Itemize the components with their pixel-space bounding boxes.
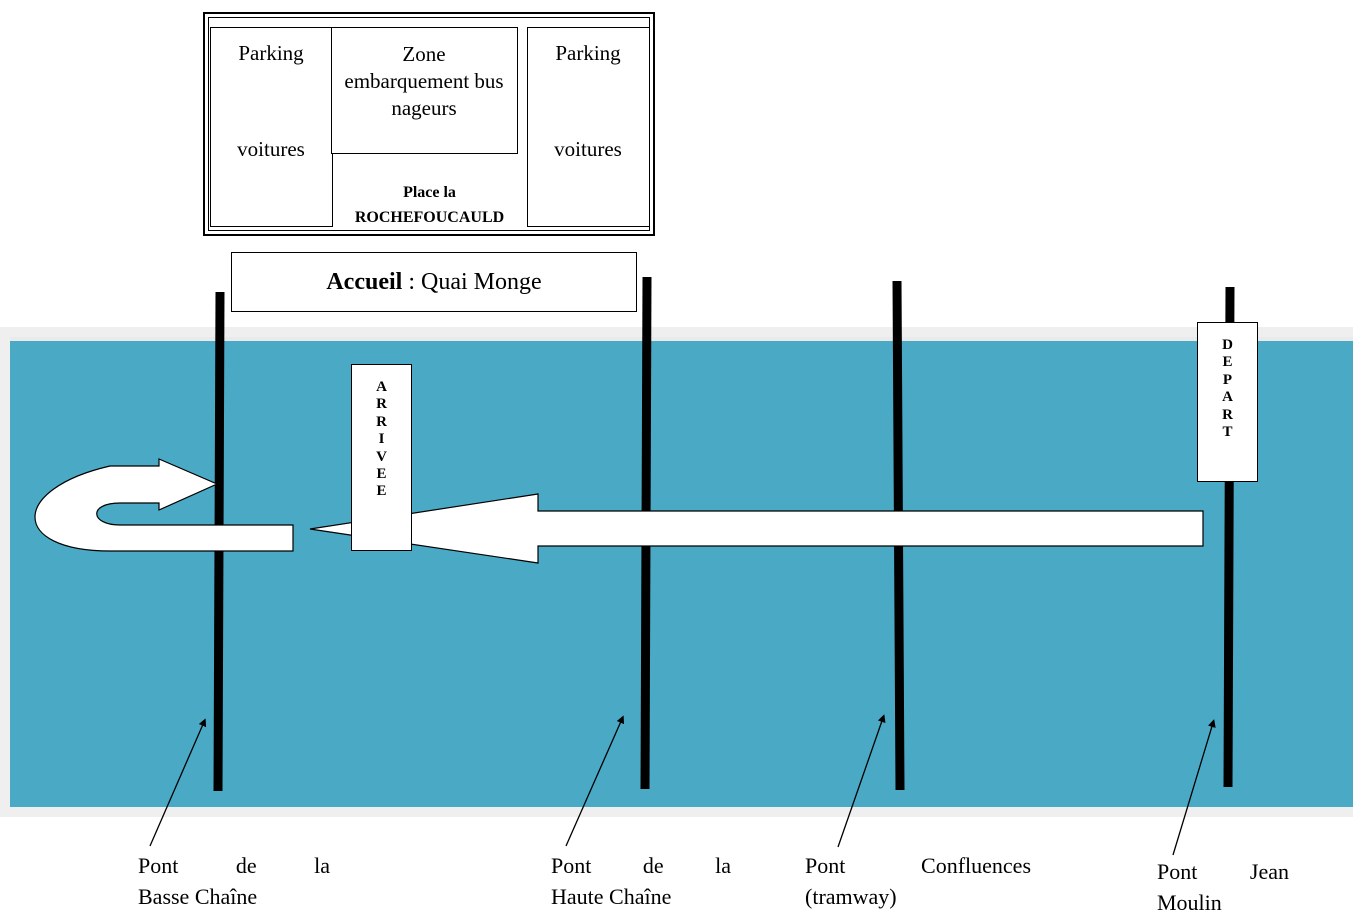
label-jean-moulin-word2: Jean [1249,859,1289,884]
label-basse-chaine: Pont de la Basse Chaîne [138,850,330,912]
accueil-label: Accueil [326,268,403,295]
place-name: Place la ROCHEFOUCAULD [331,180,528,230]
label-basse-chaine-word1: Pont [138,853,179,878]
label-haute-chaine-line2: Haute Chaîne [551,884,672,909]
label-confluences-word2: Confluences [921,853,1031,878]
place-name-line1: Place la [403,184,456,201]
zone-embarquement-label: Zone embarquement bus nageurs [344,42,504,120]
label-confluences: Pont Confluences (tramway) [805,850,1031,912]
parking-left-subtitle: voitures [237,137,305,161]
zone-embarquement: Zone embarquement bus nageurs [331,27,518,154]
depart-letter: R [1222,406,1233,423]
label-basse-chaine-word3: la [314,853,330,878]
depart-letter: D [1222,337,1233,353]
parking-right-subtitle: voitures [554,137,622,161]
label-haute-chaine-word1: Pont [551,853,592,878]
pointer-basse-chaine [149,718,207,847]
label-jean-moulin-word1: Pont [1157,859,1198,884]
label-haute-chaine: Pont de la Haute Chaîne [551,850,731,912]
arrivee-letter: R [376,413,387,430]
label-haute-chaine-word2: de [642,853,664,878]
place-name-line2: ROCHEFOUCAULD [354,209,505,226]
label-confluences-word1: Pont [805,853,846,878]
label-haute-chaine-word3: la [715,853,731,878]
arrivee-letter: E [376,483,387,500]
river [10,337,1353,807]
pointer-confluences [837,714,886,848]
arrivee-marker: A R R I V E E [351,364,412,551]
u-turn-arrow [34,458,294,552]
parking-left: Parking voitures [210,27,333,227]
arrivee-letter: I [378,431,385,448]
arrivee-letter: V [376,448,387,465]
pointer-jean-moulin [1172,719,1216,856]
pointer-haute-chaine [565,715,625,847]
label-basse-chaine-line2: Basse Chaîne [138,884,258,909]
parking-right: Parking voitures [527,27,650,227]
parking-left-title: Parking [238,41,304,65]
arrivee-letter: R [376,396,387,413]
depart-letter: E [1222,354,1233,371]
accueil-box: Accueil : Quai Monge [231,252,637,312]
label-basse-chaine-word2: de [235,853,257,878]
course-arrow [309,493,1204,564]
depart-letter: P [1222,371,1233,388]
arrivee-letter: E [376,466,387,483]
accueil-text: : Quai Monge [402,268,542,295]
parking-right-title: Parking [555,41,621,65]
depart-marker: D E P A R T [1197,322,1258,482]
arrivee-letter: A [376,379,387,395]
label-jean-moulin-line2: Moulin [1157,890,1222,915]
depart-letter: T [1222,424,1233,441]
label-confluences-line2: (tramway) [805,884,897,909]
label-jean-moulin: Pont Jean Moulin [1157,856,1289,918]
depart-letter: A [1222,389,1233,406]
